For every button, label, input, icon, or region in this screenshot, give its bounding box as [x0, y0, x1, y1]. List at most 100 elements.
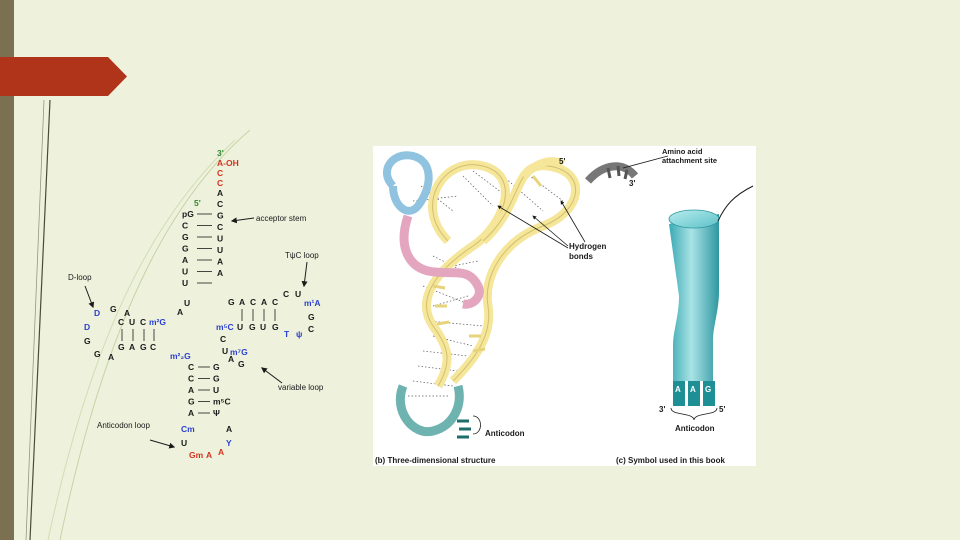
t-loop-t: T — [284, 329, 290, 339]
d-arm-row1-1: U — [129, 317, 135, 327]
c-base-1: A — [690, 385, 696, 394]
ac-loop-cm: Cm — [181, 424, 195, 434]
t-loop-c: C — [283, 289, 289, 299]
trna-symbol-top — [668, 209, 720, 229]
trna-3d-panel: 5' 3' Hydrogen bonds Anticodon (b) Three… — [373, 146, 756, 466]
ac-loop-y: Y — [226, 438, 232, 448]
acceptor-left-nucleotide-4: A — [182, 255, 188, 265]
c-anticodon-label: Anticodon — [675, 424, 715, 433]
d-arm-row2-1: A — [129, 342, 135, 352]
acceptor-left-nucleotide-3: G — [182, 244, 189, 254]
d-arm-m22g: m²₂G — [170, 351, 191, 361]
t-loop-g: G — [308, 312, 315, 322]
acceptor-right-nucleotide-3: U — [217, 234, 223, 244]
d-loop-top-0: G — [110, 304, 117, 314]
t-arm-row2-3: U — [260, 322, 266, 332]
t-arm-row1-2: C — [250, 297, 256, 307]
anticodon-right-nucleotide-2: U — [213, 385, 219, 395]
d-loop-top-1: A — [124, 308, 130, 318]
ac-loop-gm: Gm — [189, 450, 204, 460]
b-anticodon-label: Anticodon — [485, 429, 525, 438]
tail-nucleotide-1: C — [217, 168, 223, 178]
acceptor-stem-label: acceptor stem — [256, 214, 307, 223]
t-loop-u: U — [295, 289, 301, 299]
t-loop-c2: C — [308, 324, 314, 334]
trna-symbol-cylinder — [669, 214, 719, 381]
acceptor-right-nucleotide-1: G — [217, 211, 224, 221]
t-arm-row1-0: G — [228, 297, 235, 307]
junction-g: G — [238, 359, 245, 369]
anticodon-right-nucleotide-4: Ψ — [213, 408, 220, 418]
d-arm-row2-3: C — [150, 342, 156, 352]
anticodon-right-nucleotide-0: G — [213, 362, 220, 372]
t-arm-row1-1: A — [239, 297, 245, 307]
d-loop-left-1: D — [84, 322, 90, 332]
d-arm-row1-2: C — [140, 317, 146, 327]
title-accent-tab — [0, 57, 127, 96]
d-loop-left-2: G — [84, 336, 91, 346]
anticodon-left-nucleotide-4: A — [188, 408, 194, 418]
acceptor-left-nucleotide-2: G — [182, 232, 189, 242]
junction-c: C — [220, 334, 226, 344]
d-loop-label: D-loop — [68, 273, 92, 282]
amino-acid-label-1: Amino acid — [662, 147, 703, 156]
acceptor-right-nucleotide-4: U — [217, 245, 223, 255]
acceptor-left-nucleotide-0: pG — [182, 209, 194, 219]
acceptor-right-nucleotide-2: C — [217, 222, 223, 232]
decorative-curves — [25, 99, 251, 540]
tail-nucleotide-2: C — [217, 178, 223, 188]
acceptor-right-nucleotide-0: C — [217, 199, 223, 209]
acceptor-right-nucleotide-5: A — [217, 257, 223, 267]
five-prime-label: 5' — [194, 198, 201, 208]
hydrogen-bonds-label-1: Hydrogen — [569, 242, 606, 251]
acceptor-left-nucleotide-6: U — [182, 278, 188, 288]
d-arm-row1-3: m²G — [149, 317, 166, 327]
anticodon-left-nucleotide-3: G — [188, 397, 195, 407]
t-arm-row2-1: U — [237, 322, 243, 332]
t-arm-row1-3: A — [261, 297, 267, 307]
anticodon-left-nucleotide-2: A — [188, 385, 194, 395]
c-five-prime: 5' — [719, 405, 725, 414]
amino-acid-label-2: attachment site — [662, 156, 717, 165]
anticodon-right-nucleotide-1: G — [213, 374, 220, 384]
c-caption: (c) Symbol used in this book — [616, 456, 725, 465]
acceptor-right-nucleotide-6: A — [217, 268, 223, 278]
d-arm-row2-2: G — [140, 342, 147, 352]
d-arm-u1: U — [184, 298, 190, 308]
c-base-2: G — [705, 385, 711, 394]
tpsic-loop-label: TψC loop — [285, 251, 319, 260]
ac-loop-a-red: A — [206, 450, 212, 460]
tail-nucleotide-3: A — [217, 188, 223, 198]
d-arm-row2-0: G — [118, 342, 125, 352]
d-loop-left-0: D — [94, 308, 100, 318]
d-loop-bot-1: A — [108, 352, 114, 362]
d-arm-a1: A — [177, 307, 183, 317]
ac-loop-a2: A — [226, 424, 232, 434]
c-three-prime: 3' — [659, 405, 665, 414]
ac-loop-u: U — [181, 438, 187, 448]
acceptor-left-nucleotide-5: U — [182, 267, 188, 277]
junction-a: A — [228, 354, 234, 364]
trna-3d-structure: 5' 3' Hydrogen bonds Anticodon (b) Three… — [375, 147, 754, 465]
b-five-prime: 5' — [559, 157, 565, 166]
c-base-0: A — [675, 385, 681, 394]
anticodon-left-nucleotide-0: C — [188, 362, 194, 372]
junction-m7g: m⁷G — [230, 347, 248, 357]
anticodon-loop-label: Anticodon loop — [97, 421, 150, 430]
t-arm-row2-4: G — [272, 322, 279, 332]
t-arm-row1-4: C — [272, 297, 278, 307]
left-accent-bar — [0, 0, 14, 540]
d-arm-row1-0: C — [118, 317, 124, 327]
tail-nucleotide-0: A-OH — [217, 158, 239, 168]
t-loop-m1a: m¹A — [304, 298, 321, 308]
d-loop-bot-0: G — [94, 349, 101, 359]
b-caption: (b) Three-dimensional structure — [375, 456, 496, 465]
acceptor-left-nucleotide-1: C — [182, 221, 188, 231]
t-loop-psi: ψ — [296, 329, 302, 339]
